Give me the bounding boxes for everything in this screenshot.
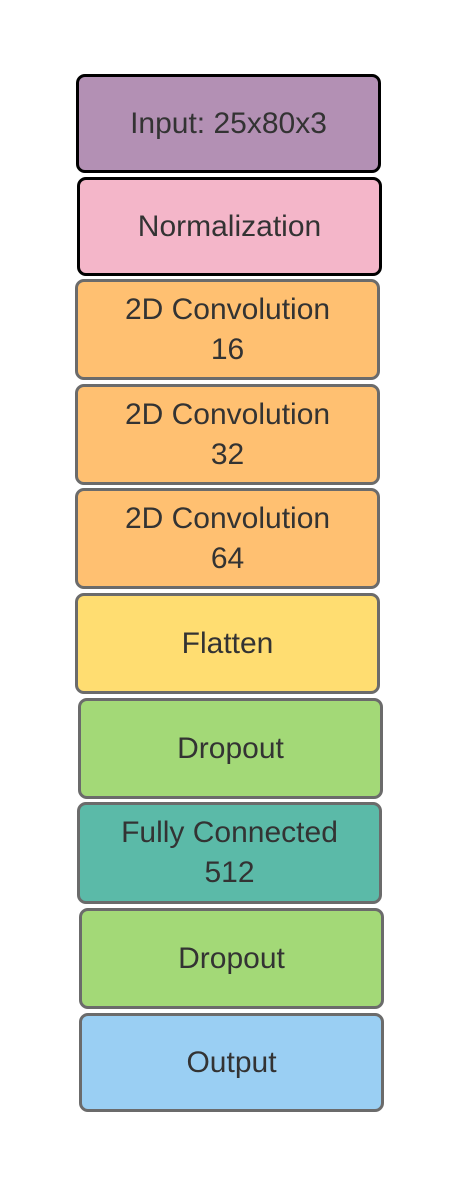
layer-label: Output — [186, 1045, 277, 1079]
layer-flatten: Flatten — [75, 593, 380, 694]
layer-label: Flatten — [181, 626, 274, 660]
layer-param: 16 — [210, 332, 245, 366]
layer-param: 512 — [204, 856, 255, 889]
layer-label: 2D Convolution — [124, 397, 331, 431]
layer-fully-connected-512: Fully Connected 512 — [77, 802, 382, 904]
layer-label: Fully Connected — [121, 816, 338, 849]
layer-normalization: Normalization — [77, 177, 382, 276]
layer-label: Normalization — [137, 209, 322, 243]
layer-dropout-2: Dropout — [79, 908, 384, 1009]
layer-conv2d-16: 2D Convolution 16 — [75, 279, 380, 380]
layer-dropout-1: Dropout — [78, 698, 383, 799]
layer-label: Dropout — [178, 941, 285, 975]
layer-input: Input: 25x80x3 — [76, 74, 381, 173]
layer-label: 2D Convolution — [124, 501, 331, 535]
layer-conv2d-32: 2D Convolution 32 — [75, 384, 380, 485]
layer-label: Dropout — [177, 731, 284, 765]
layer-label: 2D Convolution — [124, 292, 331, 326]
layer-output: Output — [79, 1013, 384, 1112]
layer-label: Input: 25x80x3 — [130, 106, 327, 140]
layer-conv2d-64: 2D Convolution 64 — [75, 488, 380, 589]
layer-param: 64 — [210, 541, 245, 575]
layer-param: 32 — [210, 437, 245, 471]
